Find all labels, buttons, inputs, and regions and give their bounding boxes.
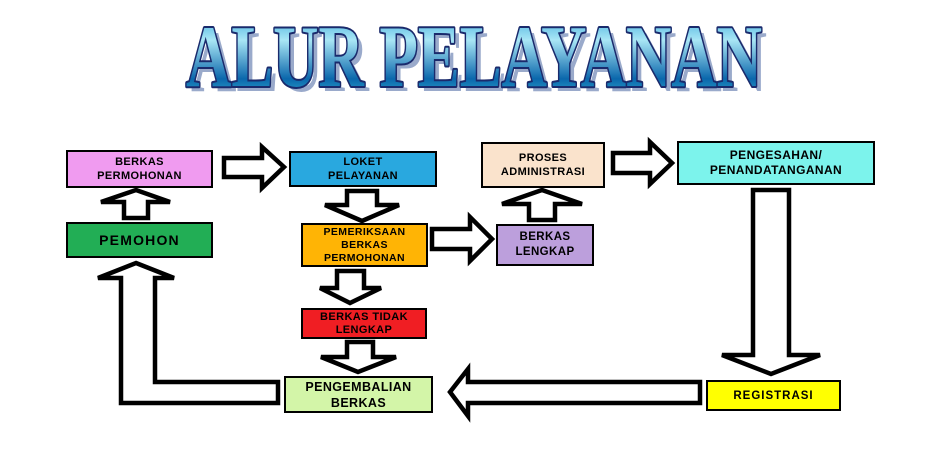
box-pengembalian-berkas: PENGEMBALIAN BERKAS	[284, 376, 433, 413]
box-berkas-tidak-lengkap: BERKAS TIDAK LENGKAP	[301, 308, 427, 339]
box-pengesahan-penandatanganan-label: PENGESAHAN/ PENANDATANGANAN	[709, 148, 843, 177]
arrow-berkas-lengkap-to-proses-administrasi	[501, 187, 583, 223]
box-registrasi-label: REGISTRASI	[733, 389, 814, 402]
box-proses-administrasi-label: PROSES ADMINISTRASI	[500, 152, 586, 178]
arrow-berkas-permohonan-to-loket	[221, 141, 288, 194]
arrow-pemeriksaan-to-berkas-tidak-lengkap	[318, 268, 382, 306]
box-pengesahan-penandatanganan: PENGESAHAN/ PENANDATANGANAN	[677, 141, 875, 185]
box-berkas-lengkap: BERKAS LENGKAP	[496, 224, 594, 266]
page-title-text: ALUR PELAYANAN	[186, 9, 762, 106]
arrow-registrasi-to-pengembalian	[447, 362, 703, 423]
box-berkas-permohonan: BERKAS PERMOHONAN	[66, 150, 213, 188]
box-loket-pelayanan: LOKET PELAYANAN	[289, 151, 437, 187]
arrow-berkas-tidak-lengkap-to-pengembalian	[320, 339, 397, 375]
box-pemeriksaan-berkas-permohonan-label: PEMERIKSAAN BERKAS PERMOHONAN	[323, 225, 406, 264]
arrow-loket-to-pemeriksaan	[324, 188, 400, 224]
box-pengembalian-berkas-label: PENGEMBALIAN BERKAS	[305, 379, 412, 410]
arrow-pengembalian-to-pemohon-elbow	[97, 260, 281, 406]
box-pemeriksaan-berkas-permohonan: PEMERIKSAAN BERKAS PERMOHONAN	[301, 223, 428, 267]
box-berkas-tidak-lengkap-label: BERKAS TIDAK LENGKAP	[320, 310, 408, 336]
arrow-pemohon-to-berkas-permohonan	[100, 187, 171, 221]
box-proses-administrasi: PROSES ADMINISTRASI	[481, 142, 605, 188]
arrow-pengesahan-to-registrasi	[721, 187, 821, 377]
box-loket-pelayanan-label: LOKET PELAYANAN	[327, 156, 399, 182]
box-berkas-permohonan-label: BERKAS PERMOHONAN	[97, 156, 182, 182]
arrow-proses-administrasi-to-pengesahan	[610, 136, 676, 190]
box-pemohon-label: PEMOHON	[99, 232, 180, 248]
page-title-shadow: ALUR PELAYANAN	[191, 14, 767, 108]
arrow-pemeriksaan-to-berkas-lengkap	[429, 211, 496, 267]
page-title: ALUR PELAYANAN ALUR PELAYANAN	[184, 7, 767, 108]
box-pemohon: PEMOHON	[66, 222, 213, 258]
box-registrasi: REGISTRASI	[706, 380, 841, 411]
box-berkas-lengkap-label: BERKAS LENGKAP	[515, 231, 575, 258]
